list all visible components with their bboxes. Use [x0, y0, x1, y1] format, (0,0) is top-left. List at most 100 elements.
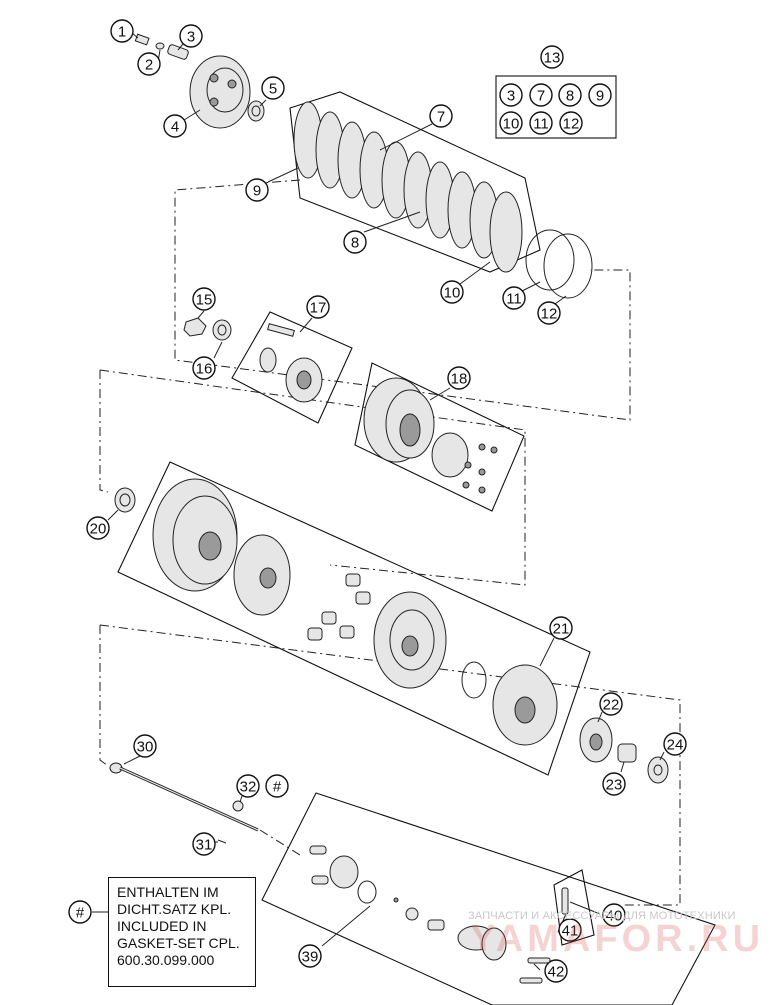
callout-21: 21 [549, 616, 573, 640]
svg-text:8: 8 [566, 88, 574, 105]
callout-4: 4 [163, 114, 187, 138]
svg-text:5: 5 [269, 81, 277, 98]
callout-31: 31 [192, 832, 216, 856]
callout-32: 32 [236, 774, 260, 798]
svg-text:4: 4 [171, 119, 179, 136]
inner-hub-part-18 [363, 377, 498, 494]
push-rod-part-30 [109, 762, 259, 832]
callout-12: 12 [537, 301, 561, 325]
pin-part-31 [217, 839, 227, 844]
svg-text:10: 10 [503, 116, 520, 133]
kit-13-item-10: 10 [499, 111, 523, 135]
callout-20: 20 [86, 516, 110, 540]
callout-16: 16 [192, 356, 216, 380]
svg-text:24: 24 [667, 737, 684, 754]
leader-lines [92, 32, 665, 971]
callout-7: 7 [429, 104, 453, 128]
svg-text:3: 3 [507, 88, 515, 105]
svg-text:18: 18 [451, 371, 468, 388]
kit-13-item-8: 8 [558, 83, 582, 107]
note-line-4: GASKET-SET CPL. [117, 935, 240, 951]
note-line-3: INCLUDED IN [117, 918, 207, 934]
svg-text:13: 13 [544, 50, 561, 67]
svg-text:10: 10 [444, 285, 461, 302]
svg-text:#: # [273, 779, 282, 796]
svg-text:7: 7 [437, 109, 445, 126]
callout-17: 17 [306, 295, 330, 319]
group-boxes [117, 75, 716, 1005]
svg-text:3: 3 [187, 29, 195, 46]
group-41-box [553, 869, 595, 946]
callout-5: 5 [261, 76, 285, 100]
callout-13: 13 [540, 45, 564, 69]
kit-13-item-9: 9 [588, 83, 612, 107]
gear-part-22 [579, 717, 613, 763]
kit-13-item-12: 12 [559, 111, 583, 135]
callout-32-hash: # [265, 774, 289, 798]
callout-18: 18 [447, 366, 471, 390]
svg-text:16: 16 [196, 361, 213, 378]
svg-text:#: # [76, 905, 85, 922]
group-17-box [231, 311, 353, 424]
callout-40: 40 [602, 903, 626, 927]
screw-part-1 [134, 33, 150, 46]
note-line-5: 600.30.099.000 [117, 952, 215, 968]
svg-text:42: 42 [548, 964, 565, 981]
svg-text:12: 12 [541, 306, 558, 323]
callout-3: 3 [179, 24, 203, 48]
kit-13-item-11: 11 [529, 111, 553, 135]
note-line-2: DICHT.SATZ KPL. [117, 901, 232, 917]
screw-part-42 [519, 957, 551, 984]
callout-42: 42 [544, 959, 568, 983]
svg-text:41: 41 [562, 923, 579, 940]
washer-part-24 [647, 756, 669, 784]
group-39-box [261, 792, 716, 1005]
parts [109, 33, 669, 984]
group-21-box [117, 461, 591, 776]
kit-13-item-3: 3 [499, 83, 523, 107]
svg-text:9: 9 [253, 183, 261, 200]
seal-part-32 [232, 800, 244, 812]
callouts: 1 2 3 4 5 7 8 9 10 11 12 13 15 16 17 18 … [68, 19, 687, 983]
callout-39: 39 [298, 944, 322, 968]
kit-13-item-7: 7 [529, 83, 553, 107]
svg-text:20: 20 [90, 521, 107, 538]
callout-1: 1 [110, 19, 134, 43]
svg-text:31: 31 [196, 837, 213, 854]
gasket-set-note: ENTHALTEN IM DICHT.SATZ KPL. INCLUDED IN… [108, 877, 256, 987]
svg-text:39: 39 [302, 949, 319, 966]
svg-text:7: 7 [537, 88, 545, 105]
disc-pack-box [289, 91, 541, 273]
note-hash-callout: # [68, 900, 92, 924]
svg-text:9: 9 [596, 88, 604, 105]
callout-8: 8 [343, 230, 367, 254]
nut-part-15 [183, 317, 207, 337]
svg-text:11: 11 [533, 116, 549, 133]
bearing-part-20 [114, 487, 136, 513]
callout-24: 24 [663, 732, 687, 756]
watermark-text: ЗАПЧАСТИ И АКСЕССУАРЫ ДЛЯ МОТОТЕХНИКИ [468, 910, 736, 922]
bleeder-part-41 [561, 887, 569, 915]
svg-text:21: 21 [553, 621, 570, 638]
svg-text:11: 11 [506, 291, 522, 308]
washer-part-16 [212, 319, 232, 341]
svg-text:17: 17 [310, 300, 327, 317]
disc-pack-parts [293, 101, 523, 273]
kit-13-contents: 3 7 8 9 10 11 12 [499, 83, 612, 135]
callout-11: 11 [502, 286, 526, 310]
svg-text:40: 40 [606, 908, 623, 925]
callout-22: 22 [599, 692, 623, 716]
callout-41: 41 [558, 918, 582, 942]
callout-9: 9 [245, 178, 269, 202]
kit-13-box [495, 75, 617, 139]
watermark-logo: YAMAFOR.RU [470, 918, 765, 960]
pressure-cap-part-4 [189, 55, 251, 129]
svg-text:30: 30 [137, 739, 154, 756]
svg-text:22: 22 [603, 697, 620, 714]
svg-text:12: 12 [563, 116, 580, 133]
note-line-1: ENTHALTEN IM [117, 884, 219, 900]
svg-text:15: 15 [196, 292, 213, 309]
svg-text:32: 32 [240, 779, 257, 796]
callout-2: 2 [137, 52, 161, 76]
